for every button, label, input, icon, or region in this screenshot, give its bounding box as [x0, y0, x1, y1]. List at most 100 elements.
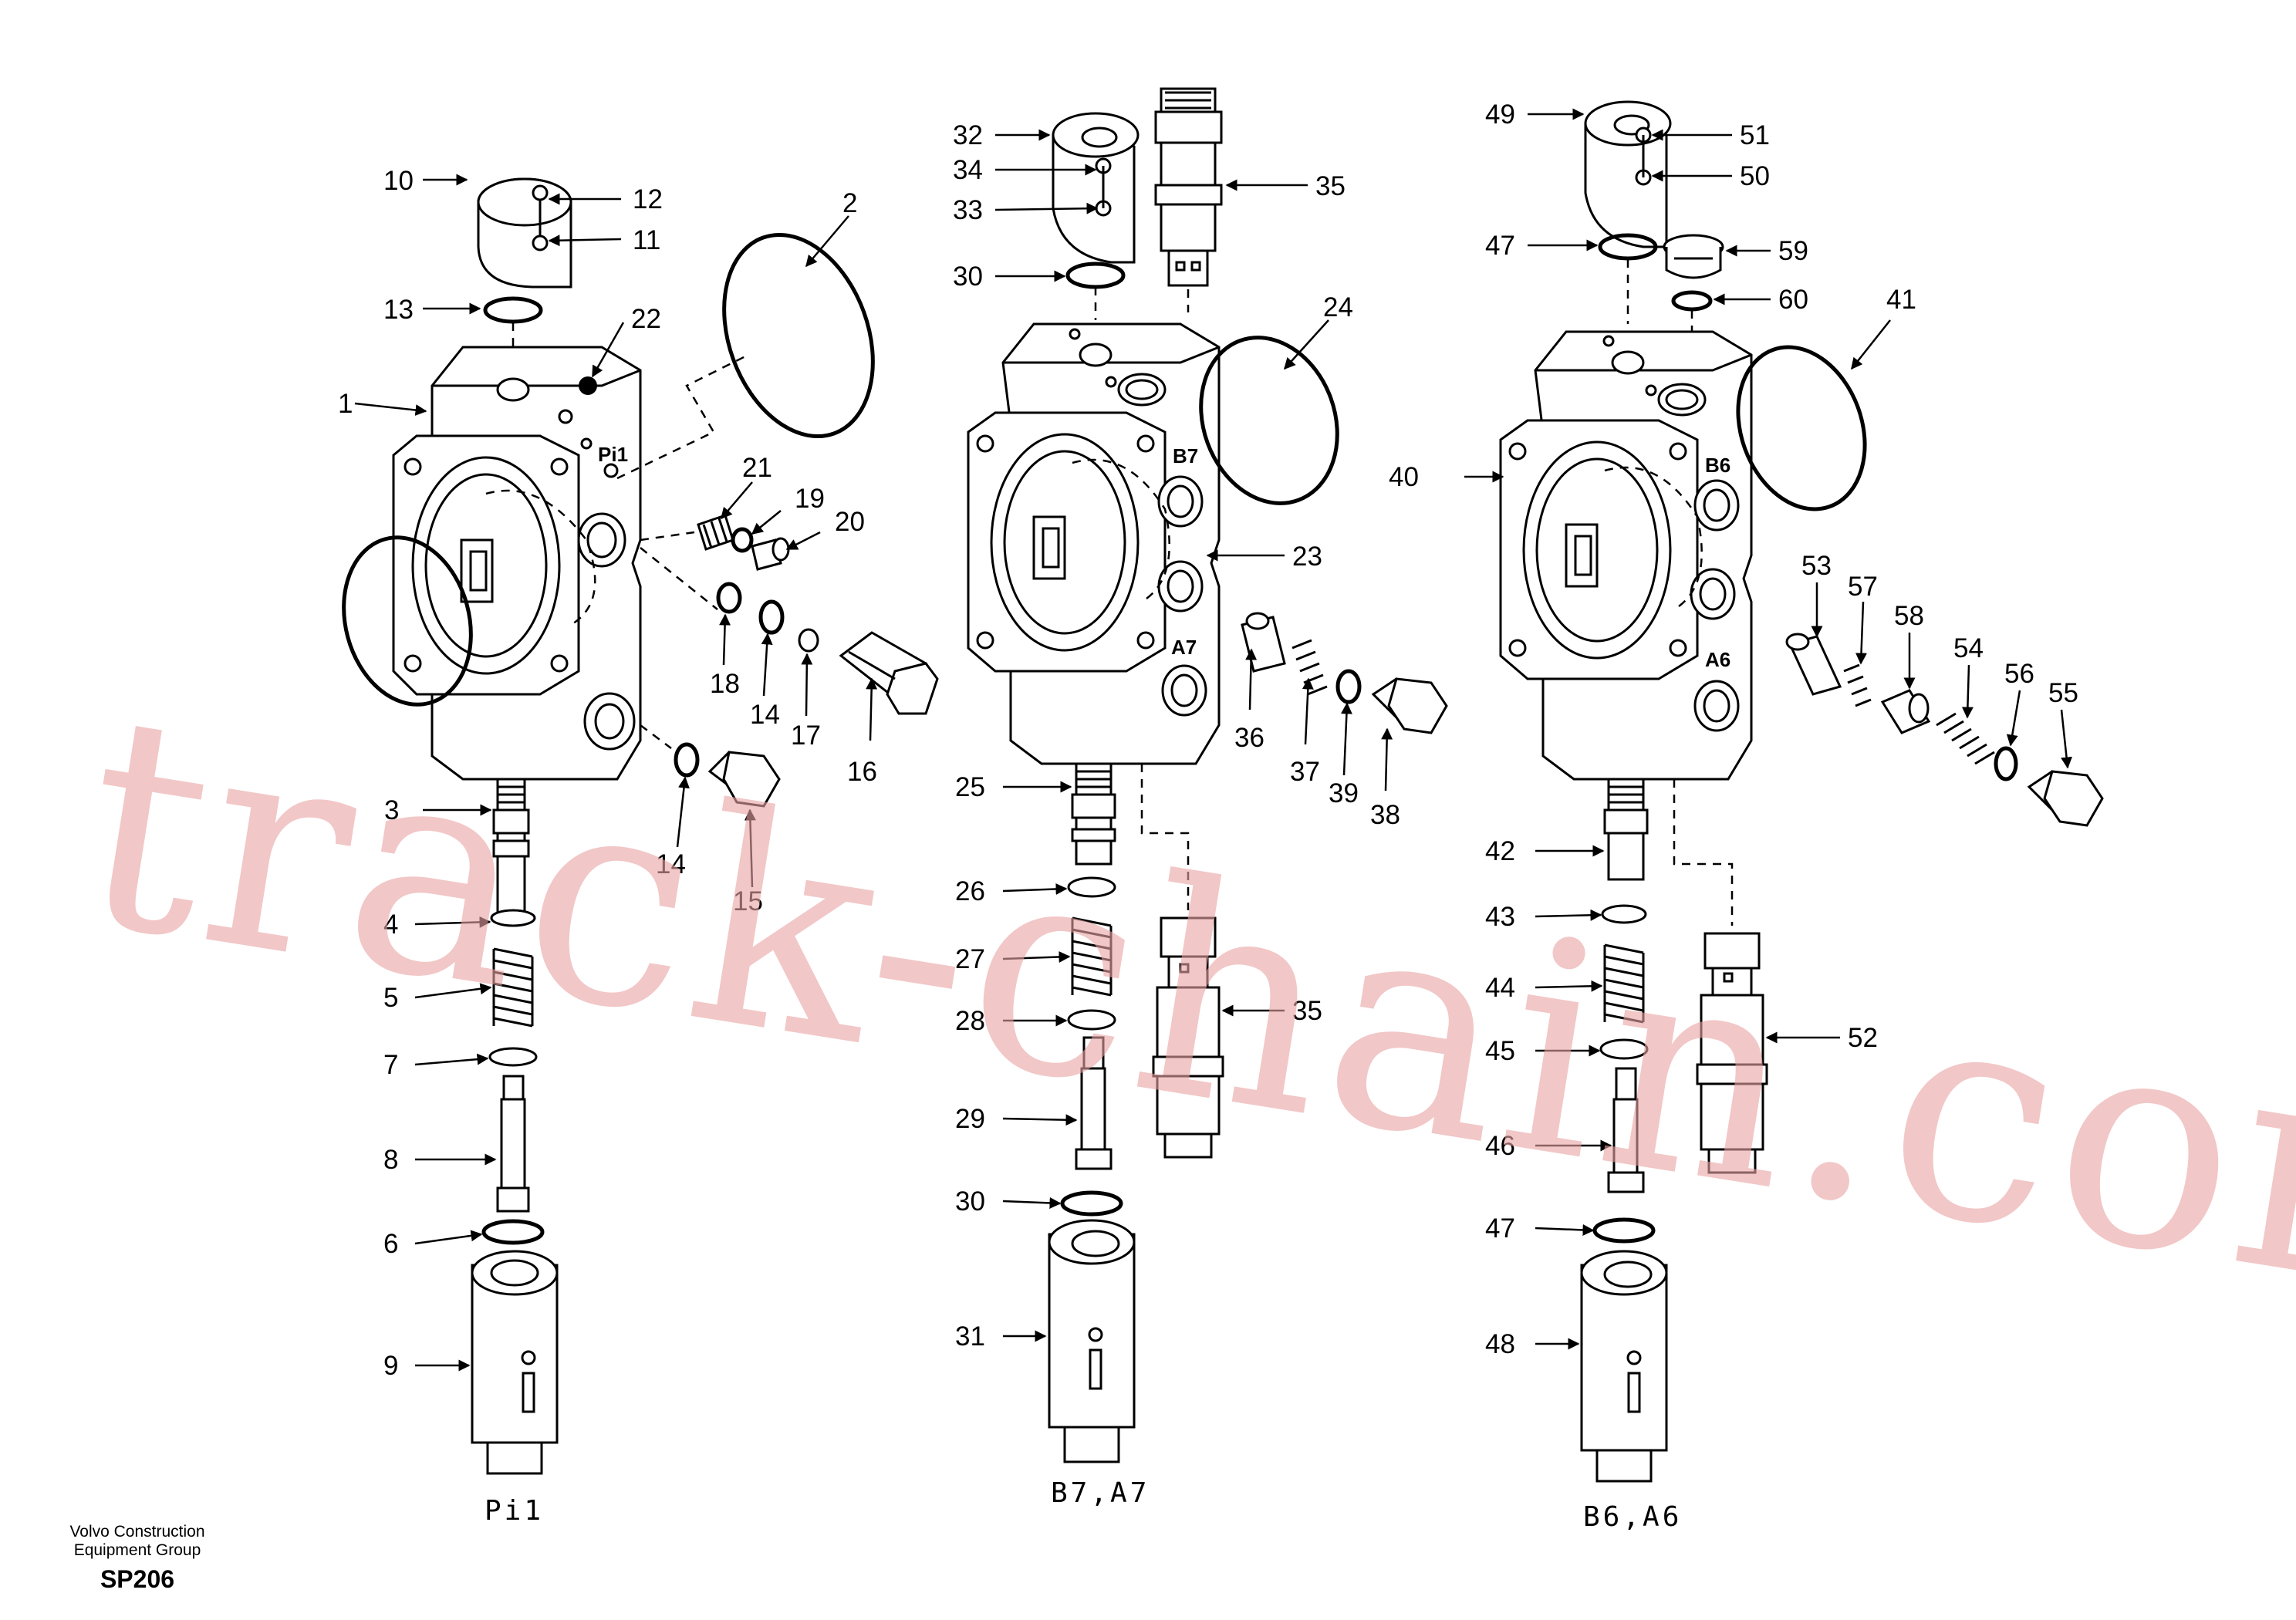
part-21	[697, 514, 734, 551]
oring-14	[758, 599, 785, 635]
spool-42	[1603, 778, 1649, 881]
seat-43	[1601, 904, 1647, 924]
part-label: 37	[1290, 757, 1320, 787]
valve-body-40	[1499, 330, 1753, 781]
part-label: 19	[795, 484, 825, 514]
part-label: 30	[955, 1186, 985, 1217]
part-label: 38	[1370, 800, 1400, 830]
part-label: 53	[1801, 551, 1832, 581]
spring-27	[1071, 916, 1113, 997]
spring-5	[492, 947, 534, 1028]
part-label: 30	[953, 262, 983, 292]
part-label: 23	[1292, 542, 1322, 572]
part-label: 44	[1485, 973, 1515, 1003]
oring-19	[731, 527, 754, 553]
part-label: 47	[1485, 1213, 1515, 1244]
cap-part-9	[471, 1250, 559, 1475]
seat-26	[1067, 876, 1116, 898]
valve-body-23	[967, 322, 1221, 765]
part-label: 3	[384, 795, 399, 825]
part-label: 41	[1886, 285, 1916, 315]
part-17	[798, 628, 819, 653]
part-36	[1241, 612, 1286, 673]
oring-30-top	[1065, 262, 1126, 289]
part-label: 27	[955, 944, 985, 974]
plug-15	[707, 751, 781, 808]
part-label: 51	[1740, 120, 1770, 150]
part-label: 60	[1778, 285, 1808, 315]
part-label: 24	[1323, 292, 1353, 322]
part-label: 14	[750, 700, 780, 730]
cap-part-48	[1580, 1250, 1668, 1483]
seat-45	[1599, 1038, 1649, 1060]
part-label: 31	[955, 1321, 985, 1352]
part-label: 55	[2048, 678, 2078, 708]
part-label: 48	[1485, 1329, 1515, 1359]
part-label: 47	[1485, 231, 1515, 261]
part-label: 40	[1389, 462, 1419, 492]
oring-14b	[674, 742, 700, 778]
cap-part-31	[1048, 1219, 1136, 1463]
spring-57	[1843, 663, 1872, 707]
oring-60	[1671, 290, 1713, 312]
part-label: 26	[955, 876, 985, 906]
part-16	[839, 631, 939, 715]
part-label: 58	[1894, 601, 1924, 631]
part-labels-section3: 49 51 50 47 59 60 41 40 53 57 58 54 56 5…	[1389, 100, 2078, 1359]
part-labels-section2: 32 34 33 35 30 24 23 36 37 39 38 25 26 2…	[953, 120, 1400, 1352]
port-label-pi1: Pi1	[598, 443, 628, 466]
part-label: 13	[383, 295, 414, 325]
part-label: 28	[955, 1006, 985, 1036]
stem-29	[1075, 1036, 1113, 1170]
part-label: 8	[383, 1145, 398, 1175]
part-label: 22	[631, 304, 661, 334]
part-label: 2	[842, 188, 857, 218]
port-label-a6: A6	[1705, 648, 1730, 671]
part-label: 11	[633, 225, 660, 255]
part-label: 52	[1848, 1023, 1878, 1053]
part-label: 35	[1292, 996, 1322, 1026]
part-label: 14	[656, 849, 686, 879]
stem-8	[496, 1075, 530, 1213]
section-pi1	[342, 177, 939, 1475]
oring-18	[716, 582, 742, 614]
stem-46	[1607, 1067, 1645, 1193]
cap-part-10	[477, 177, 572, 289]
part-label: 49	[1485, 100, 1515, 130]
part-label: 43	[1485, 902, 1515, 932]
oring-47-bottom	[1592, 1217, 1656, 1244]
part-label: 9	[383, 1351, 398, 1381]
part-label: 39	[1329, 778, 1359, 808]
seat-28	[1067, 1009, 1116, 1031]
page-code: SP206	[100, 1565, 174, 1593]
caption-section3: B6,A6	[1583, 1501, 1682, 1533]
oring-body-side	[342, 535, 473, 707]
company-name-line1: Volvo Construction	[69, 1523, 204, 1541]
port-label-b6: B6	[1705, 454, 1730, 477]
port-markings: Pi1 B7 A7 B6 A6	[598, 443, 1730, 671]
spring-54	[1936, 712, 1995, 765]
spool-25	[1071, 762, 1116, 866]
spring-37	[1292, 639, 1328, 696]
part-label: 50	[1740, 161, 1770, 191]
part-label: 46	[1485, 1131, 1515, 1161]
seat-7	[488, 1047, 538, 1067]
relief-valve-35	[1154, 87, 1223, 287]
part-label: 1	[338, 389, 353, 419]
part-label: 34	[953, 155, 983, 185]
oring-39	[1335, 669, 1362, 704]
part-label: 4	[383, 910, 398, 940]
plug-55	[2027, 770, 2104, 827]
spring-44	[1603, 943, 1645, 1024]
part-label: 35	[1315, 171, 1346, 201]
seat-4	[490, 909, 536, 927]
plug-38	[1371, 677, 1448, 734]
cap-part-32	[1052, 112, 1140, 264]
port-label-b7: B7	[1173, 444, 1198, 467]
part-label: 10	[383, 166, 414, 196]
oring-47-top	[1598, 233, 1658, 261]
part-label: 29	[955, 1104, 985, 1134]
part-label: 17	[791, 721, 821, 751]
part-label: 12	[633, 184, 663, 214]
part-53	[1785, 633, 1842, 696]
